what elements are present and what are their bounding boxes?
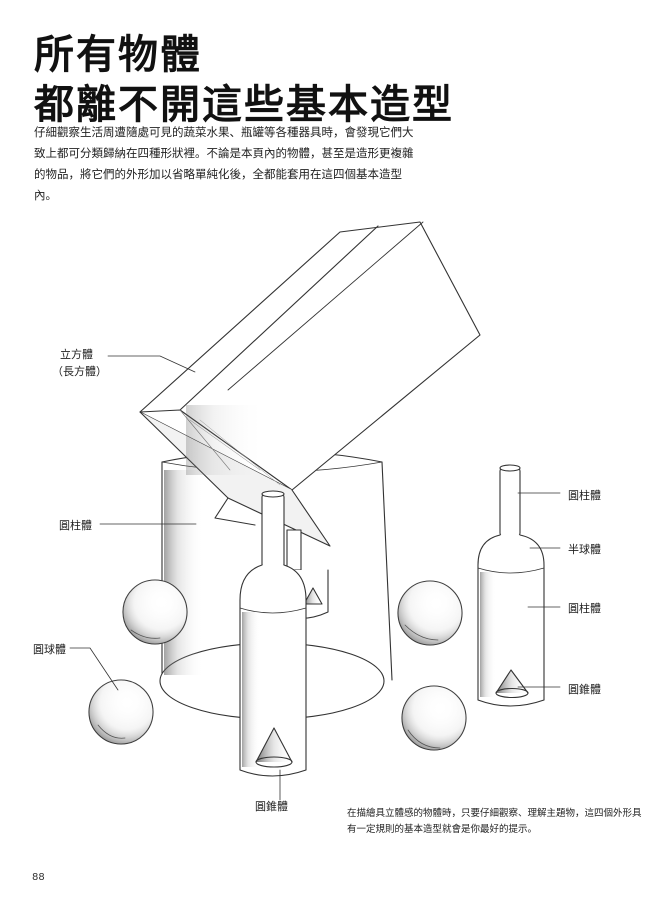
footnote-paragraph: 在描繪具立體感的物體時，只要仔細觀察、理解主題物，這四個外形具有一定規則的基本造… (347, 808, 642, 835)
sphere-right-bottom (401, 685, 467, 751)
label-hemisphere-right: 半球體 (568, 543, 601, 556)
label-cone-bottom: 圓錐體 (255, 800, 288, 813)
title-line-2: 都離不開這些基本造型 (34, 81, 454, 128)
title-line-1: 所有物體 (34, 31, 202, 78)
label-cone-right: 圓錐體 (568, 683, 601, 696)
sphere-left-top (122, 579, 188, 645)
label-sphere-left: 圓球體 (33, 643, 66, 656)
leader-lines (69, 355, 561, 801)
label-cylinder-left: 圓柱體 (59, 519, 92, 532)
page-title: 所有物體 都離不開這些基本造型 (34, 30, 454, 130)
label-cuboid: （長方體） (52, 365, 107, 378)
sphere-left-bottom (88, 679, 154, 745)
label-cylinder-right-mid: 圓柱體 (568, 602, 601, 615)
page-number: 88 (32, 872, 45, 883)
intro-paragraph: 仔細觀察生活周遭隨處可見的蔬菜水果、瓶罐等各種器具時，會發現它們大致上都可分類歸… (34, 125, 414, 202)
right-bottle (477, 464, 545, 707)
center-bottle (239, 490, 307, 777)
sphere-right-top (397, 580, 463, 646)
label-cylinder-right-top: 圓柱體 (568, 489, 601, 502)
label-cube: 立方體 (60, 348, 93, 361)
